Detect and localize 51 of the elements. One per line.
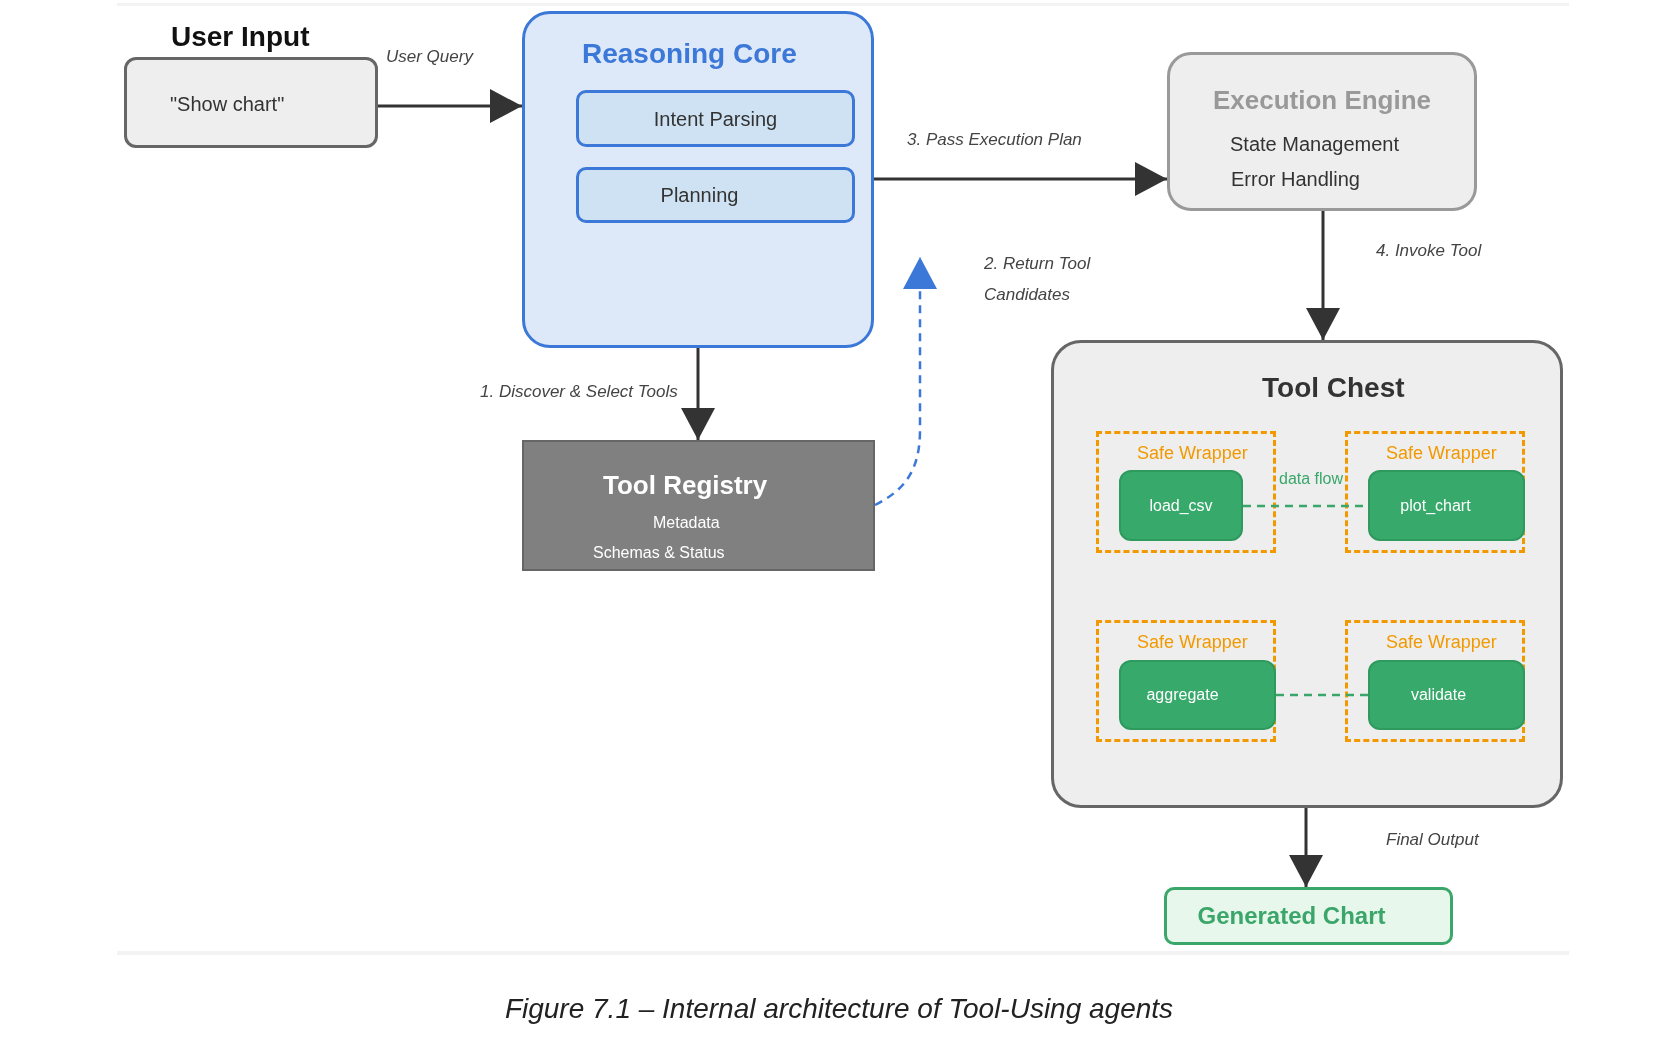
dashed-line bbox=[1276, 693, 1368, 697]
edge-label: 2. Return Tool Candidates bbox=[984, 253, 1092, 306]
wrapper-frame bbox=[1096, 431, 1276, 553]
wrapper-frame bbox=[1345, 431, 1525, 553]
node-text: Safe Wrapper bbox=[1137, 631, 1248, 653]
node-text: Error Handling bbox=[1231, 168, 1360, 190]
node-text: Intent Parsing bbox=[653, 106, 778, 131]
node-text: Safe Wrapper bbox=[1386, 442, 1497, 464]
node-title: Reasoning Core bbox=[582, 38, 797, 70]
node-text: load_csv bbox=[1149, 495, 1213, 516]
node-text: Safe Wrapper bbox=[1137, 442, 1248, 464]
edge-label: data flow bbox=[1279, 469, 1344, 489]
engine-panel bbox=[1167, 52, 1477, 211]
wrapper-frame bbox=[1096, 620, 1276, 742]
tool-box bbox=[1368, 470, 1525, 541]
node-text: plot_chart bbox=[1400, 495, 1471, 516]
tool-box bbox=[1119, 470, 1243, 541]
process-box bbox=[576, 167, 855, 223]
core-panel bbox=[522, 11, 874, 348]
container-panel bbox=[1051, 340, 1563, 808]
node-text: "Show chart" bbox=[170, 93, 285, 115]
node-text: Planning bbox=[660, 183, 739, 207]
edge-label: 3. Pass Execution Plan bbox=[907, 129, 1082, 151]
node-text: State Management bbox=[1230, 133, 1399, 155]
arrow bbox=[874, 162, 1167, 196]
tool-box bbox=[1368, 660, 1525, 730]
edge-label: User Query bbox=[386, 46, 473, 68]
output-box bbox=[1164, 887, 1453, 945]
node-title: Tool Chest bbox=[1262, 372, 1405, 404]
arrow bbox=[378, 89, 522, 123]
process-box bbox=[576, 90, 855, 147]
edge-label: Final Output bbox=[1386, 829, 1479, 851]
edge-label: 1. Discover & Select Tools bbox=[480, 381, 678, 403]
tool-box bbox=[1119, 660, 1276, 730]
dashed-arrow bbox=[874, 257, 937, 507]
node-text: Schemas & Status bbox=[593, 544, 725, 562]
node-text: Generated Chart bbox=[1197, 902, 1386, 930]
edge-label: 4. Invoke Tool bbox=[1376, 240, 1482, 262]
node-text: aggregate bbox=[1146, 685, 1219, 705]
node-text: Safe Wrapper bbox=[1386, 631, 1497, 653]
registry-box bbox=[522, 440, 875, 571]
arrow bbox=[1289, 808, 1323, 887]
node-text: Metadata bbox=[653, 514, 720, 532]
node-text: validate bbox=[1410, 685, 1467, 705]
caption: Figure 7.1 – Internal architecture of Tool-Using agents bbox=[504, 992, 1174, 1026]
node-title: Execution Engine bbox=[1211, 85, 1433, 115]
arrow bbox=[1306, 211, 1340, 340]
node-title: User Input bbox=[171, 21, 310, 53]
arrow bbox=[681, 348, 715, 440]
wrapper-frame bbox=[1345, 620, 1525, 742]
node-title: Tool Registry bbox=[603, 470, 768, 500]
